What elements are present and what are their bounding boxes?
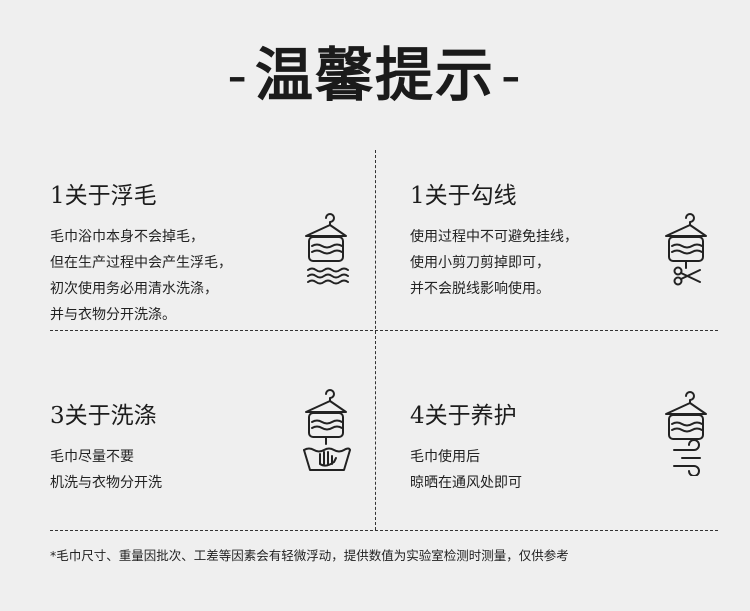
horizontal-divider-bottom (50, 530, 718, 531)
section-title: 1关于勾线 (410, 183, 517, 209)
section-care: 4关于养护 毛巾使用后 晾晒在通风处即可 (410, 396, 522, 496)
section-title: 4关于养护 (410, 403, 517, 429)
section-line: 并与衣物分开洗涤。 (50, 307, 176, 323)
title-dash-right: - (501, 41, 523, 109)
section-line: 初次使用务必用清水洗涤， (50, 281, 218, 297)
section-snag: 1关于勾线 使用过程中不可避免挂线， 使用小剪刀剪掉即可， 并不会脱线影响使用。 (410, 176, 578, 302)
section-line: 机洗与衣物分开洗 (50, 475, 162, 491)
vertical-divider (375, 150, 376, 530)
section-body: 毛巾使用后 晾晒在通风处即可 (410, 444, 522, 496)
section-line: 使用小剪刀剪掉即可， (410, 255, 550, 271)
section-line: 毛巾浴巾本身不会掉毛， (50, 229, 204, 245)
towel-handwash-icon (303, 389, 351, 471)
towel-wave-icon (305, 213, 349, 285)
title-text: 温馨提示 (254, 41, 495, 109)
section-line: 毛巾使用后 (410, 449, 480, 465)
section-line: 毛巾尽量不要 (50, 449, 134, 465)
section-washing: 3关于洗涤 毛巾尽量不要 机洗与衣物分开洗 (50, 396, 162, 496)
section-body: 毛巾浴巾本身不会掉毛， 但在生产过程中会产生浮毛， 初次使用务必用清水洗涤， 并… (50, 224, 232, 328)
section-title: 3关于洗涤 (50, 403, 157, 429)
section-line: 并不会脱线影响使用。 (410, 281, 550, 297)
towel-wind-icon (665, 391, 707, 476)
section-body: 使用过程中不可避免挂线， 使用小剪刀剪掉即可， 并不会脱线影响使用。 (410, 224, 578, 302)
section-body: 毛巾尽量不要 机洗与衣物分开洗 (50, 444, 162, 496)
section-lint: 1关于浮毛 毛巾浴巾本身不会掉毛， 但在生产过程中会产生浮毛， 初次使用务必用清… (50, 176, 232, 328)
title-dash-left: - (227, 41, 249, 109)
towel-scissors-icon (665, 213, 707, 286)
section-line: 使用过程中不可避免挂线， (410, 229, 578, 245)
section-line: 但在生产过程中会产生浮毛， (50, 255, 232, 271)
section-line: 晾晒在通风处即可 (410, 475, 522, 491)
page-title: -温馨提示- (0, 28, 750, 112)
footnote: *毛巾尺寸、重量因批次、工差等因素会有轻微浮动，提供数值为实验室检测时测量，仅供… (50, 548, 569, 563)
section-title: 1关于浮毛 (50, 183, 157, 209)
horizontal-divider-middle (50, 330, 718, 331)
